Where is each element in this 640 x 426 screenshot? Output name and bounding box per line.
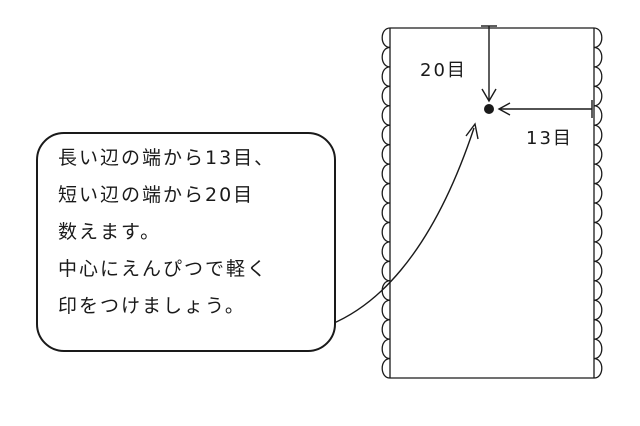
instruction-line: 長い辺の端から13目、	[58, 147, 276, 169]
instruction-callout	[36, 132, 336, 352]
instruction-line: 短い辺の端から20目	[58, 184, 255, 206]
top-arrowhead	[481, 88, 497, 103]
instruction-line: 印をつけましょう。	[58, 295, 246, 317]
center-mark-dot	[484, 104, 494, 114]
leader-arrowhead	[465, 122, 479, 140]
top-offset-label: 20目	[420, 60, 467, 81]
side-arrowhead	[497, 102, 511, 116]
right-scallop-edge	[593, 27, 603, 379]
top-measurement	[481, 25, 497, 103]
left-scallop-edge	[381, 27, 391, 379]
instruction-text: 長い辺の端から13目、 短い辺の端から20目 数えます。 中心にえんぴつで軽く …	[58, 140, 328, 325]
towel-outline	[381, 27, 603, 379]
instruction-line: 中心にえんぴつで軽く	[58, 258, 269, 280]
instruction-line: 数えます。	[58, 221, 162, 243]
side-measurement	[497, 100, 593, 118]
side-offset-label: 13目	[526, 128, 573, 149]
